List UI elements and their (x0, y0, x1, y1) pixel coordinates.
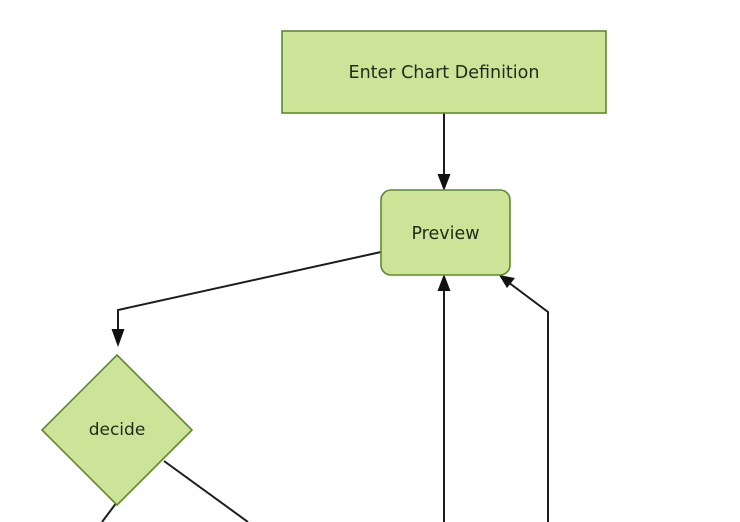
edge-decide-out-right (163, 460, 249, 522)
edge-line (117, 251, 382, 336)
edge-preview-to-decide (111, 251, 382, 347)
edge-enter-to-preview (437, 113, 451, 191)
edge-return-center-to-preview (437, 274, 451, 522)
edge-decide-out-left (101, 501, 118, 522)
node-shape-rounded-rectangle (380, 189, 511, 276)
edge-return-right-to-preview (499, 275, 549, 522)
arrowhead-up-icon (437, 274, 451, 291)
edge-line (507, 281, 549, 522)
edge-line (163, 460, 249, 522)
arrowhead-down-icon (111, 329, 125, 347)
node-shape-rectangle (281, 30, 607, 114)
arrowhead-up-left-icon (499, 275, 515, 288)
node-label-decide: decide (89, 420, 146, 440)
node-label-enter-chart-definition: Enter Chart Definition (349, 63, 540, 83)
node-preview[interactable]: Preview (380, 189, 511, 276)
node-shape-diamond (40, 353, 194, 507)
node-label-preview: Preview (411, 224, 479, 244)
node-decide[interactable]: decide (40, 353, 194, 507)
node-enter-chart-definition[interactable]: Enter Chart Definition (281, 30, 607, 114)
arrowhead-down-icon (437, 174, 451, 191)
edge-line (101, 501, 118, 522)
